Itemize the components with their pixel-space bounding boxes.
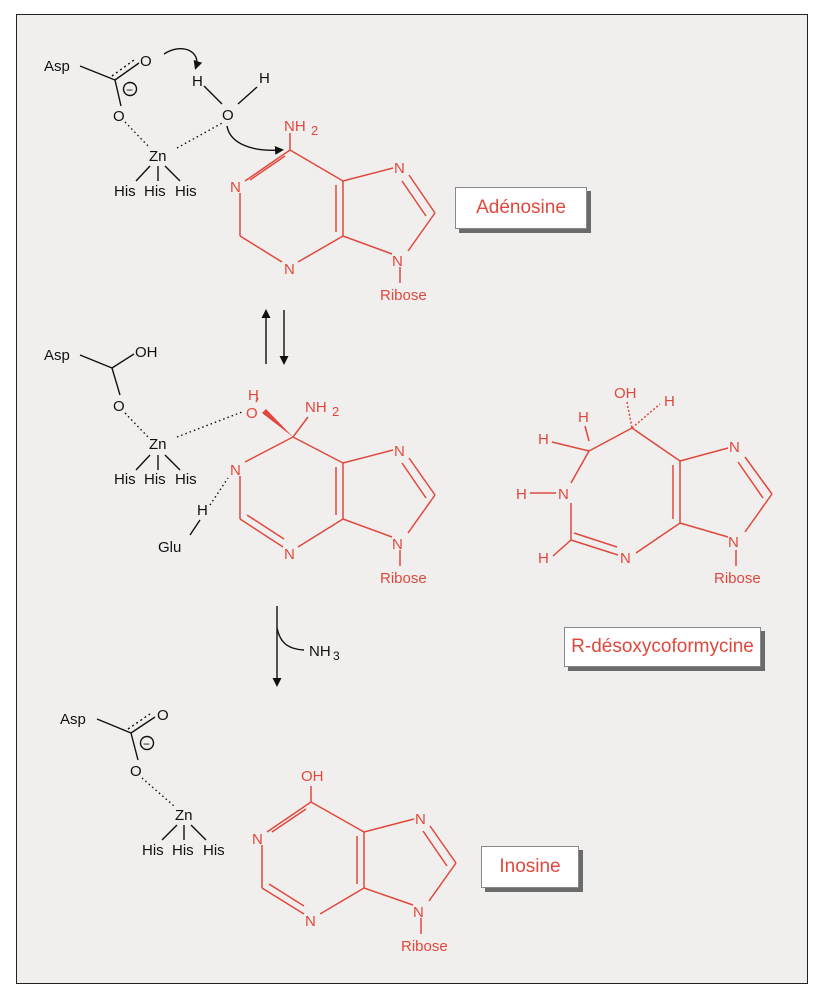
- asp-label: Asp: [44, 58, 70, 75]
- dcf-h-top: H: [664, 393, 675, 410]
- intermediate-n1: N: [230, 462, 241, 479]
- minus-sign: −: [126, 83, 133, 97]
- dcf-oh: OH: [614, 385, 637, 402]
- minus-charge-icon: [122, 81, 138, 97]
- nh3-release-arrow: [276, 627, 305, 651]
- dcf-h-left: H: [538, 431, 549, 448]
- intermediate-n9: N: [392, 536, 403, 553]
- asp-o-2: O: [113, 398, 125, 415]
- inosine-molecule: OH N N N N Ribose: [252, 768, 457, 955]
- his-8: His: [172, 842, 194, 859]
- adenosine-label-box: Adénosine: [455, 187, 587, 229]
- minus-sign-2: −: [143, 737, 150, 751]
- carboxylate-o-bottom: O: [113, 108, 125, 125]
- intermediate-h: H: [248, 387, 259, 404]
- water-h-right: H: [259, 70, 270, 87]
- adenosine-molecule: NH 2 N N N N Ribose: [230, 118, 436, 304]
- his-3: His: [175, 183, 197, 200]
- inosine-ribose: Ribose: [401, 938, 448, 955]
- his-5: His: [144, 471, 166, 488]
- nh3-subscript: 3: [333, 649, 340, 663]
- minus-charge-icon-2: [139, 735, 155, 751]
- zinc-label-2: Zn: [149, 436, 167, 453]
- wedge-bond: [262, 409, 293, 437]
- dcf-n3: N: [620, 550, 631, 567]
- inosine-n7: N: [415, 811, 426, 828]
- intermediate-nh: NH: [305, 399, 327, 416]
- inosine-n3: N: [305, 913, 316, 930]
- carboxylate-o-top: O: [140, 53, 152, 70]
- inosine-oh: OH: [301, 768, 324, 785]
- deoxycoformycin-molecule: OH H H H H N H N N N Ribose: [516, 385, 773, 587]
- inosine-n1: N: [252, 831, 263, 848]
- dcf-n1: N: [558, 486, 569, 503]
- water-o: O: [222, 107, 234, 124]
- diagram-frame: [16, 14, 808, 984]
- inosine-label: Inosine: [499, 856, 561, 877]
- intermediate-molecule: H O NH 2 N N N N Ribose: [230, 387, 436, 587]
- adenosine-n3: N: [284, 261, 295, 278]
- adenosine-n1: N: [230, 179, 241, 196]
- inhibitor-label-box: R-désoxycoformycine: [564, 627, 761, 667]
- inosine-carboxylate-o-top: O: [157, 707, 169, 724]
- adenosine-label: Adénosine: [476, 197, 566, 218]
- inosine-carboxylate-o-bottom: O: [130, 763, 142, 780]
- dcf-h-n: H: [516, 486, 527, 503]
- water-h-left: H: [192, 73, 203, 90]
- stage2-enzyme: Asp OH O Zn His His His H Glu: [44, 344, 243, 556]
- amine-nh: NH: [284, 118, 306, 135]
- his-9: His: [203, 842, 225, 859]
- zinc-label: Zn: [149, 148, 167, 165]
- adenosine-ribose: Ribose: [380, 287, 427, 304]
- stage3-enzyme: Asp O O − Zn His His His: [60, 707, 225, 859]
- nh3-label: NH: [309, 643, 331, 660]
- inhibitor-label: R-désoxycoformycine: [571, 636, 754, 657]
- his-2: His: [144, 183, 166, 200]
- dcf-n9: N: [728, 534, 739, 551]
- dcf-ribose: Ribose: [714, 570, 761, 587]
- his-7: His: [142, 842, 164, 859]
- intermediate-subscript: 2: [332, 404, 339, 419]
- intermediate-n7: N: [394, 443, 405, 460]
- inosine-label-box: Inosine: [481, 846, 579, 888]
- inosine-n9: N: [413, 904, 424, 921]
- dcf-h-bottom: H: [538, 550, 549, 567]
- adenosine-n7: N: [394, 160, 405, 177]
- stage1-enzyme: Asp O O − Zn His His His H H O: [44, 48, 284, 200]
- asp-label-2: Asp: [44, 347, 70, 364]
- amine-subscript: 2: [311, 123, 318, 138]
- intermediate-o: O: [246, 405, 258, 422]
- intermediate-ribose: Ribose: [380, 570, 427, 587]
- his-4: His: [114, 471, 136, 488]
- his-1: His: [114, 183, 136, 200]
- curved-arrow-proton: [163, 48, 203, 70]
- dcf-h-mid: H: [578, 409, 589, 426]
- glu-h: H: [197, 502, 208, 519]
- glu-label: Glu: [158, 539, 181, 556]
- zinc-label-3: Zn: [175, 807, 193, 824]
- dcf-n7: N: [729, 439, 740, 456]
- asp-oh: OH: [135, 344, 158, 361]
- adenosine-n9: N: [392, 253, 403, 270]
- his-6: His: [175, 471, 197, 488]
- asp-label-3: Asp: [60, 711, 86, 728]
- curved-arrow-attack: [226, 125, 284, 155]
- intermediate-n3: N: [284, 546, 295, 563]
